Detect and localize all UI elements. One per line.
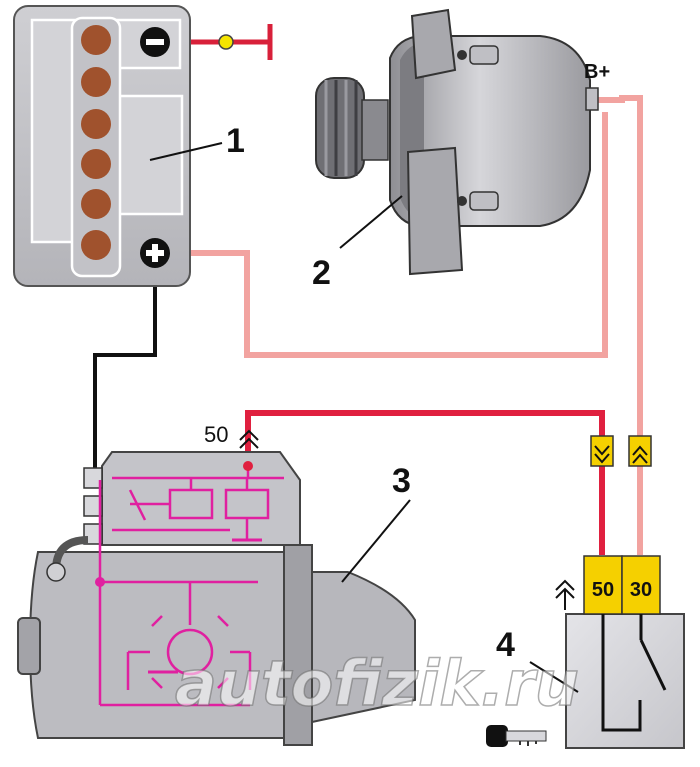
wire-starter-50-to-switch xyxy=(245,410,605,555)
terminal-50-node xyxy=(243,461,253,471)
plus-icon xyxy=(140,238,170,268)
ground-junction xyxy=(218,34,234,50)
starter-terminal-50: 50 xyxy=(204,422,228,447)
alternator-label: 2 xyxy=(312,254,331,292)
connector-control xyxy=(590,435,614,467)
starter-label: 3 xyxy=(392,462,411,500)
wire-battery-positive-to-alternator xyxy=(172,112,608,358)
switch-leader xyxy=(529,661,579,693)
ignition-switch xyxy=(565,555,685,749)
b-plus-stud xyxy=(585,87,599,111)
wire-alternator-to-switch-30 xyxy=(597,95,643,555)
switch-label: 4 xyxy=(496,626,515,664)
connector-supply xyxy=(628,435,652,467)
switch-terminal-50: 50 xyxy=(592,579,614,601)
watermark: autofizik.ru xyxy=(175,647,579,720)
wire-battery-to-starter xyxy=(93,268,157,470)
battery-label: 1 xyxy=(226,122,245,160)
starter-internal-circuit xyxy=(98,466,284,707)
double-chevron-icon xyxy=(239,429,259,449)
alternator-terminal-b-plus: B+ xyxy=(584,61,610,83)
switch-terminal-30: 30 xyxy=(630,579,652,601)
alternator xyxy=(315,8,599,276)
key-icon xyxy=(486,725,547,747)
switch-terminal-30-block xyxy=(621,555,661,615)
starter-leader xyxy=(341,499,411,583)
battery xyxy=(13,5,191,287)
alternator-leader xyxy=(339,195,403,249)
battery-cells xyxy=(81,25,111,260)
circuit-node xyxy=(95,577,105,587)
minus-icon xyxy=(140,27,170,57)
battery-leader xyxy=(149,142,223,161)
switch-chevron-icon xyxy=(555,579,575,610)
starter-motor xyxy=(17,451,416,746)
